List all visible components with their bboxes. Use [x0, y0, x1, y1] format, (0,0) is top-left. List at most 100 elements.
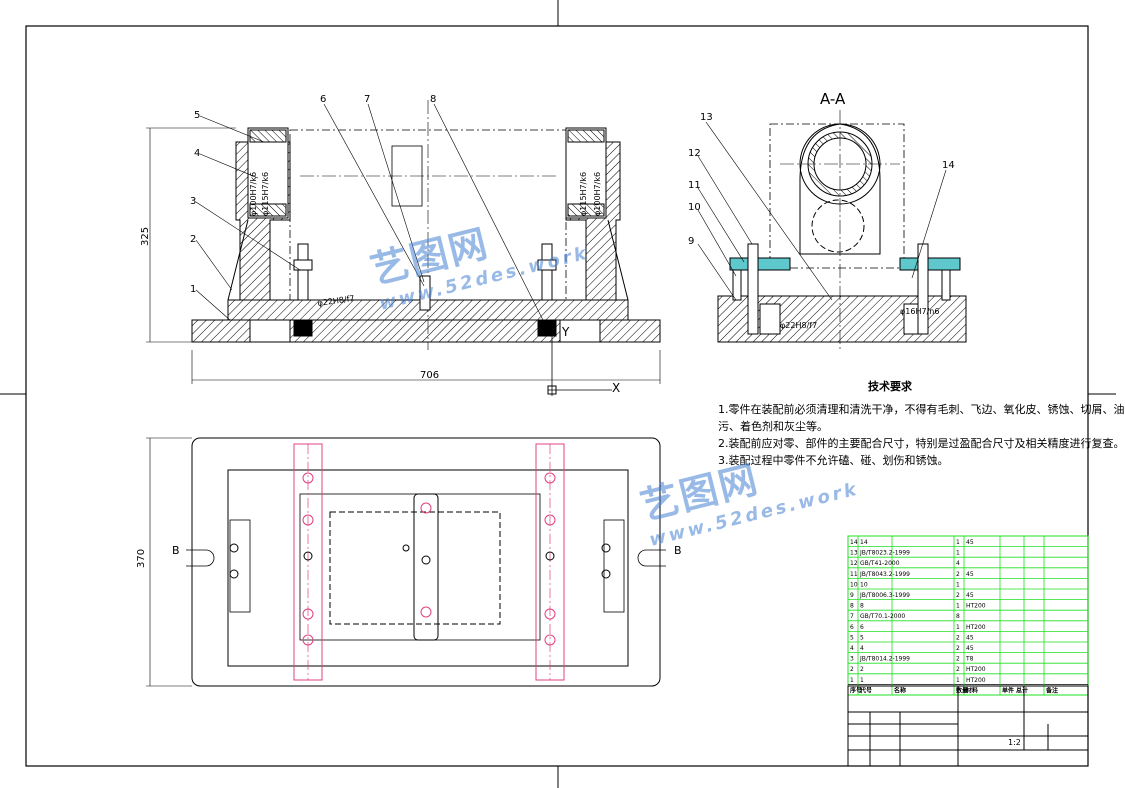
parts-row-no: 6: [850, 624, 854, 631]
parts-row-no: 2: [850, 666, 854, 673]
parts-row-material: 45: [966, 571, 974, 578]
section-mark-b-left: B: [172, 544, 180, 557]
parts-row-no: 5: [850, 634, 854, 641]
section-mark-b-right: B: [674, 544, 682, 557]
top-view-labels: 370 B B: [136, 544, 682, 568]
section-view-labels: A-A 13 12 11 10 9 14 φ22H8/f7 φ16H7/n6: [688, 90, 955, 330]
parts-row-code: 5: [860, 634, 864, 641]
notes-line-4: 3.装配过程中零件不允许磕、碰、划伤和锈蚀。: [718, 454, 949, 467]
parts-row-qty: 1: [956, 677, 960, 684]
part-number-8: 8: [430, 94, 436, 105]
part-number-14: 14: [942, 160, 955, 171]
notes-line-2: 污、着色剂和灰尘等。: [718, 420, 828, 433]
parts-row-material: HT200: [966, 666, 986, 673]
parts-row-no: 14: [850, 539, 858, 546]
front-view: [146, 100, 661, 396]
parts-row-code: JB/T8014.2-1999: [859, 656, 910, 663]
parts-row-code: 2: [860, 666, 864, 673]
parts-row-no: 13: [850, 550, 858, 557]
fit-label-2: φ115H7/k6: [261, 172, 270, 216]
parts-row-no: 9: [850, 592, 854, 599]
part-number-5: 5: [194, 110, 200, 121]
parts-row-code: 6: [860, 624, 864, 631]
parts-row-code: GB/T70.1-2000: [860, 613, 905, 620]
parts-row-no: 8: [850, 603, 854, 610]
parts-row-qty: 1: [956, 550, 960, 557]
parts-row-qty: 1: [956, 539, 960, 546]
scale-value: 1:2: [1008, 738, 1021, 747]
parts-row-qty: 4: [956, 560, 960, 567]
parts-row-qty: 2: [956, 666, 960, 673]
parts-row-code: 1: [860, 677, 864, 684]
parts-row-code: GB/T41-2000: [860, 560, 900, 567]
parts-row-no: 12: [850, 560, 858, 567]
parts-row-code: JB/T8006.3-1999: [859, 592, 910, 599]
parts-row-material: T8: [965, 656, 974, 663]
parts-row-material: 45: [966, 645, 974, 652]
parts-row-qty: 1: [956, 624, 960, 631]
front-view-labels: 5 4 3 2 1 6 7 8 325 706 Y X φ100H7/k6 φ1…: [140, 94, 620, 395]
parts-row-material: HT200: [966, 677, 986, 684]
parts-header-cell: 单件: [1002, 686, 1014, 694]
fit-label-4: φ100H7/k6: [593, 172, 602, 216]
part-number-11: 11: [688, 180, 701, 191]
part-number-1: 1: [190, 284, 196, 295]
parts-row-code: JB/T8023.2-1999: [859, 550, 910, 557]
notes-line-1: 1.零件在装配前必须清理和清洗干净，不得有毛刺、飞边、氧化皮、锈蚀、切屑、油: [718, 403, 1125, 416]
parts-row-no: 11: [850, 571, 858, 578]
parts-row-material: 45: [966, 634, 974, 641]
dim-height: 325: [140, 227, 151, 246]
parts-row-qty: 2: [956, 634, 960, 641]
parts-row-code: 10: [860, 581, 868, 588]
parts-row-code: 8: [860, 603, 864, 610]
parts-header-cell: 总计: [1016, 686, 1028, 694]
dim-width: 706: [420, 370, 439, 381]
part-number-13: 13: [700, 112, 713, 123]
technical-notes: 技术要求 1.零件在装配前必须清理和清洗干净，不得有毛刺、飞边、氧化皮、锈蚀、切…: [718, 378, 1125, 469]
parts-header-cell: 代号: [859, 686, 872, 694]
part-number-3: 3: [190, 196, 196, 207]
parts-row-qty: 2: [956, 645, 960, 652]
parts-header-cell: 备注: [1045, 686, 1058, 694]
parts-row-no: 4: [850, 645, 854, 652]
parts-row-code: JB/T8043.2-1999: [859, 571, 910, 578]
parts-row-code: 14: [860, 539, 868, 546]
part-number-9: 9: [688, 236, 694, 247]
part-number-4: 4: [194, 148, 200, 159]
parts-row-qty: 2: [956, 656, 960, 663]
section-title: A-A: [820, 90, 846, 108]
fit-label-7: φ16H7/n6: [900, 307, 939, 316]
parts-header-cell: 名称: [894, 686, 906, 694]
parts-row-material: HT200: [966, 603, 986, 610]
parts-row-no: 3: [850, 656, 854, 663]
part-number-10: 10: [688, 202, 701, 213]
notes-line-3: 2.装配前应对零、部件的主要配合尺寸，特别是过盈配合尺寸及相关精度进行复查。: [718, 437, 1125, 450]
title-block: [847, 685, 1089, 767]
part-number-12: 12: [688, 148, 701, 159]
part-number-7: 7: [364, 94, 370, 105]
section-view: [697, 110, 967, 350]
parts-row-no: 1: [850, 677, 854, 684]
parts-header-cell: 数量: [956, 686, 968, 694]
parts-row-material: 45: [966, 539, 974, 546]
parts-row-material: 45: [966, 592, 974, 599]
axis-y-label: Y: [561, 325, 570, 339]
top-view: [146, 437, 666, 687]
fit-label-1: φ100H7/k6: [249, 172, 258, 216]
dim-depth: 370: [136, 549, 147, 568]
axis-x-label: X: [612, 381, 620, 395]
parts-row-qty: 2: [956, 571, 960, 578]
parts-row-qty: 1: [956, 581, 960, 588]
parts-row-qty: 8: [956, 613, 960, 620]
part-number-2: 2: [190, 234, 196, 245]
parts-row-qty: 2: [956, 592, 960, 599]
notes-title: 技术要求: [868, 380, 912, 393]
part-number-6: 6: [320, 94, 326, 105]
parts-row-no: 10: [850, 581, 858, 588]
parts-header-cell: 材料: [965, 686, 978, 694]
parts-row-qty: 1: [956, 603, 960, 610]
parts-row-no: 7: [850, 613, 854, 620]
